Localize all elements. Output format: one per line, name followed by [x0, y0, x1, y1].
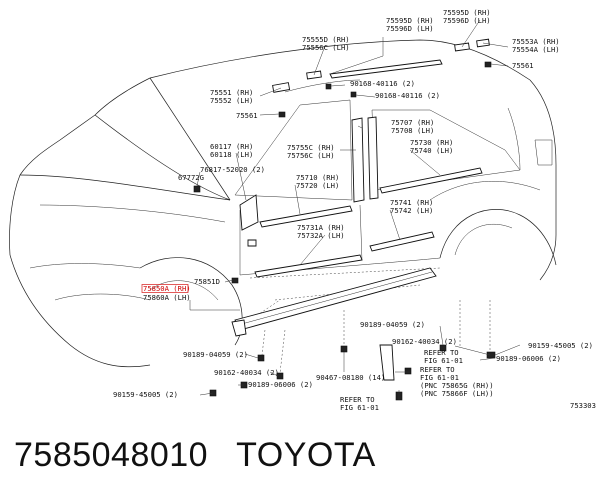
label-90467: 90467-08180 (14)	[316, 373, 385, 382]
label-75730-rh: 75730 (RH)	[410, 138, 453, 147]
label-90159-a: 90159-45005 (2)	[113, 390, 178, 399]
diagram-ref-code: 753303	[570, 401, 596, 410]
label-75741-lh: 75742 (LH)	[390, 206, 433, 215]
label-refer2-a: REFER TO	[420, 365, 455, 374]
label-75741-rh: 75741 (RH)	[390, 198, 433, 207]
label-75755-rh: 75755C (RH)	[287, 143, 335, 152]
label-90168-b: 90168-40116 (2)	[375, 91, 440, 100]
label-75595-b-lh: 75596D (LH)	[443, 16, 491, 25]
label-75595-top-lh: 75596D (LH)	[386, 24, 434, 33]
parts-diagram: 75595D (RH) 75596D (LH) 75595D (RH) 7559…	[9, 8, 596, 412]
label-75710-lh: 75720 (LH)	[296, 181, 339, 190]
label-90189-a: 90189-04059 (2)	[183, 350, 248, 359]
label-75707-rh: 75707 (RH)	[391, 118, 434, 127]
label-75555-lh: 75556C (LH)	[302, 43, 350, 52]
label-refer2-d: (PNC 75866F (LH))	[420, 389, 494, 398]
label-90189-c: 90189-04059 (2)	[360, 320, 425, 329]
label-75731-rh: 75731A (RH)	[297, 223, 345, 232]
label-refer1-a: REFER TO	[424, 348, 459, 357]
label-75551-lh: 75552 (LH)	[210, 96, 253, 105]
label-75595-b-rh: 75595D (RH)	[443, 8, 491, 17]
label-60117-lh: 60118 (LH)	[210, 150, 253, 159]
label-67772: 67772G	[178, 173, 204, 182]
part-number: 7585048010	[14, 436, 209, 474]
leader-lines	[189, 19, 521, 400]
label-75561-b: 75561	[236, 111, 258, 120]
label-75555-rh: 75555D (RH)	[302, 35, 350, 44]
label-75595-top-rh: 75595D (RH)	[386, 16, 434, 25]
label-60117-rh: 60117 (RH)	[210, 142, 253, 151]
roof-molding-parts	[272, 38, 492, 118]
brand-name: TOYOTA	[236, 436, 376, 474]
label-75553-lh: 75554A (LH)	[512, 45, 560, 54]
label-75851: 75851D	[194, 277, 220, 286]
label-75553-rh: 75553A (RH)	[512, 37, 560, 46]
label-90189-d: 90189-06006 (2)	[496, 354, 561, 363]
label-refer1-b: FIG 61-01	[424, 356, 463, 365]
label-75551-rh: 75551 (RH)	[210, 88, 253, 97]
label-refer3-a: REFER TO	[340, 395, 375, 404]
label-refer2-b: FIG 61-01	[420, 373, 459, 382]
label-75860-lh: 75860A (LH)	[143, 293, 191, 302]
callout-labels: 75595D (RH) 75596D (LH) 75595D (RH) 7559…	[113, 8, 596, 412]
label-75755-lh: 75756C (LH)	[287, 151, 335, 160]
label-75707-lh: 75708 (LH)	[391, 126, 434, 135]
label-75731-lh: 75732A (LH)	[297, 231, 345, 240]
side-molding-parts	[193, 167, 496, 401]
part-caption: 7585048010 TOYOTA	[14, 436, 404, 475]
label-90162-a: 90162-40034 (2)	[214, 368, 279, 377]
label-90162-b: 90162-40034 (2)	[392, 337, 457, 346]
label-75850-rh: 75850A (RH)	[143, 284, 191, 293]
label-75710-rh: 75710 (RH)	[296, 173, 339, 182]
label-refer3-b: FIG 61-01	[340, 403, 379, 412]
label-90159-b: 90159-45005 (2)	[528, 341, 593, 350]
label-refer2-c: (PNC 75865G (RH))	[420, 381, 494, 390]
label-90189-b: 90189-06006 (2)	[248, 380, 313, 389]
label-75561-a: 75561	[512, 61, 534, 70]
label-75730-lh: 75740 (LH)	[410, 146, 453, 155]
label-90168-a: 90168-40116 (2)	[350, 79, 415, 88]
highlighted-part-callout: 75850A (RH)	[141, 284, 191, 293]
label-76817: 76817-52020 (2)	[200, 165, 265, 174]
